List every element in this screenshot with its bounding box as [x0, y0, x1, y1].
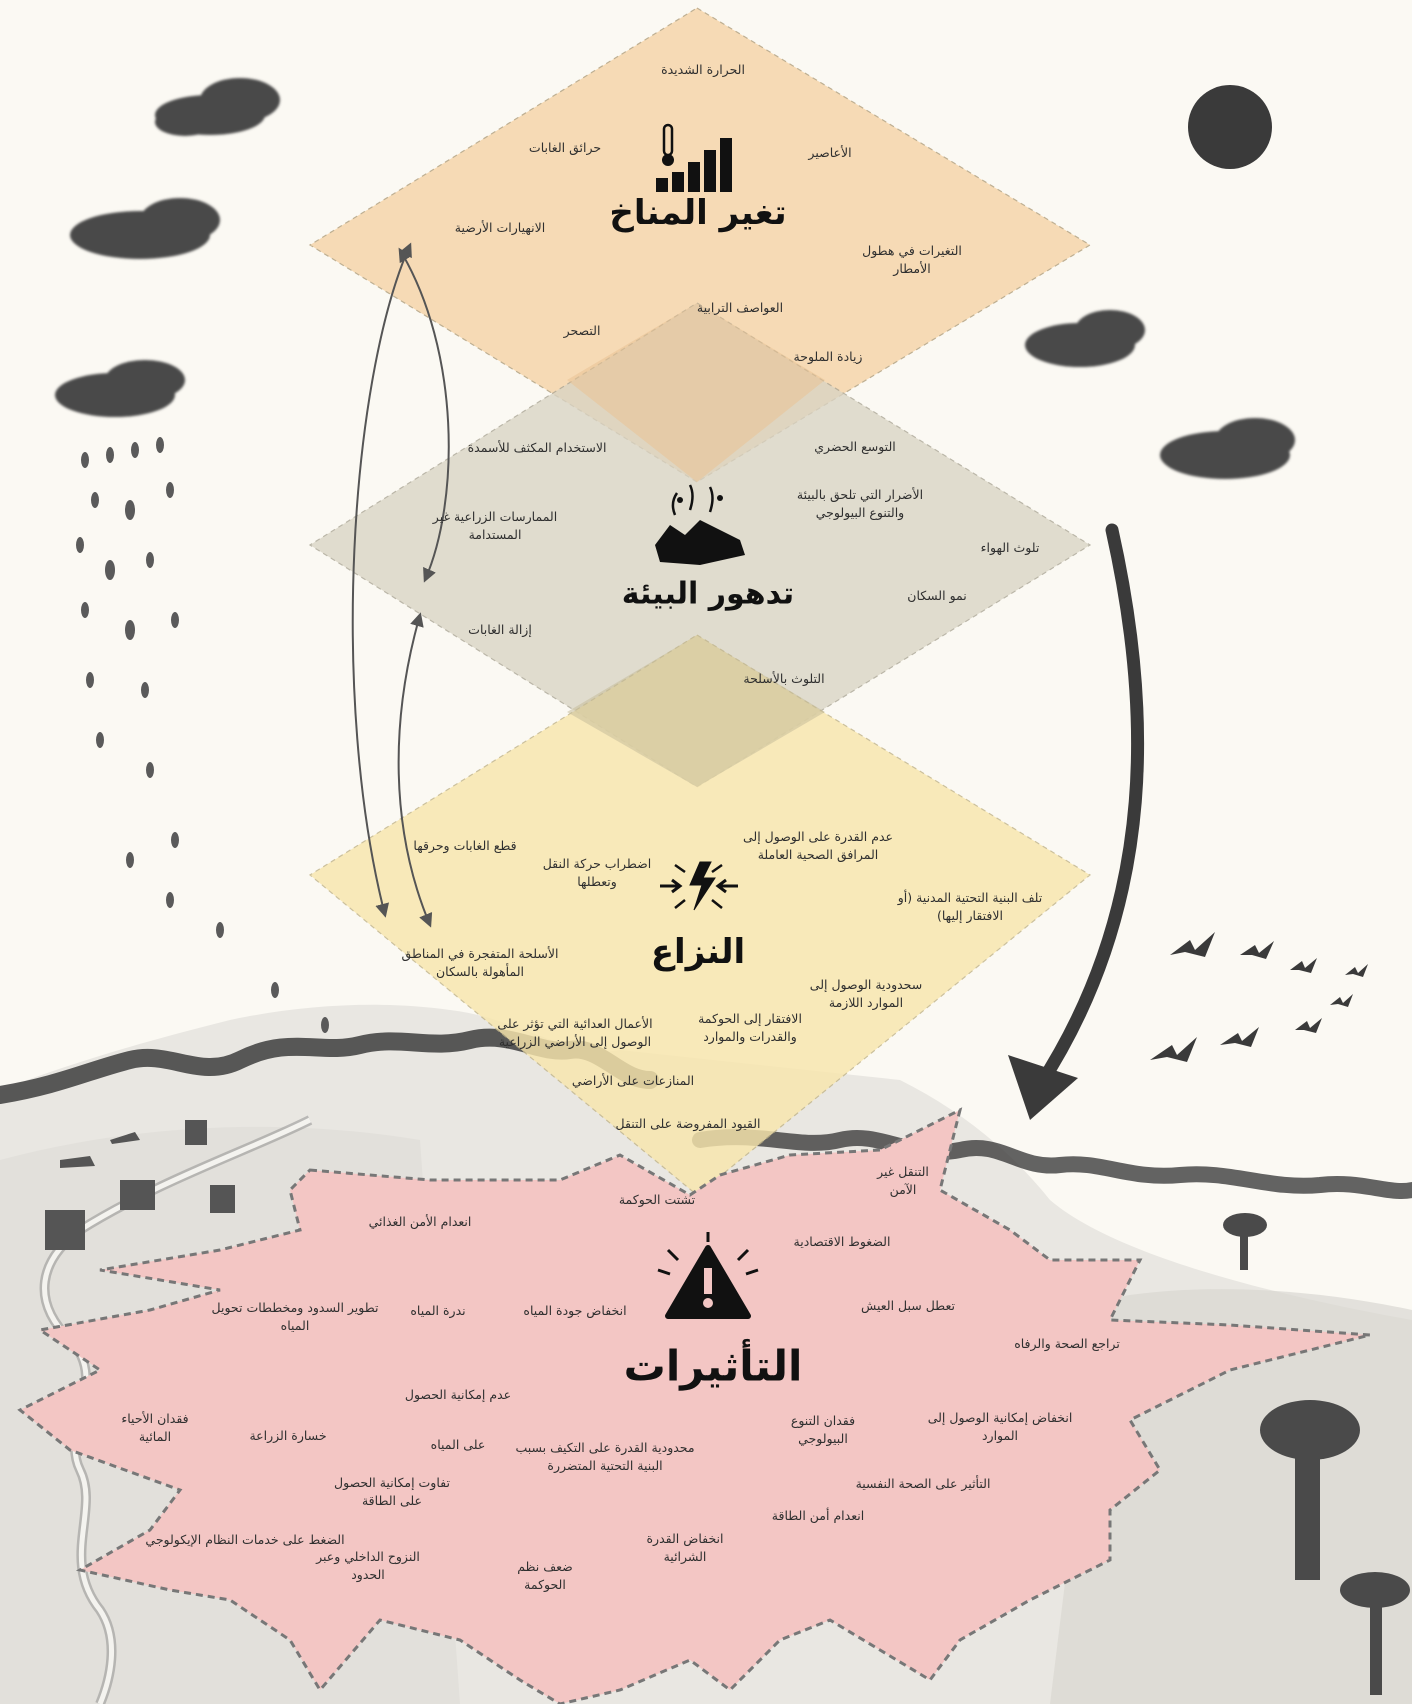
- cloud-icon: [70, 198, 220, 259]
- sun-icon: [1188, 85, 1272, 169]
- environment-item: التوسع الحضري: [814, 439, 896, 454]
- impact-item: انخفاض جودة المياه: [523, 1303, 627, 1318]
- trees-decoration: [1223, 1213, 1410, 1695]
- environment-title: تدهور البيئة: [621, 576, 795, 612]
- lightning-clash-icon: [660, 861, 738, 911]
- impact-item: النزوح الداخلي وعبر الحدود: [316, 1549, 420, 1582]
- conflict-item: سحدودية الوصول إلى الموارد اللازمة: [809, 977, 923, 1010]
- impact-item: محدودية القدرة على التكيف بسبب البنية ال…: [515, 1440, 695, 1473]
- weather-decorations: [45, 78, 1410, 1695]
- impact-item: فقدان الأحياء المائية: [121, 1411, 189, 1444]
- environment-item: الممارسات الزراعية غير المستدامة: [432, 509, 558, 542]
- cloud-icon: [55, 360, 185, 417]
- warning-triangle-icon: [657, 1232, 759, 1319]
- conflict-item: المنازعات على الأراضي: [571, 1073, 695, 1088]
- impact-item: انخفاض القدرة الشرائية: [646, 1531, 724, 1564]
- cloud-icon: [155, 78, 280, 136]
- impact-item: عدم إمكانية الحصول على المياه: [404, 1387, 512, 1452]
- impact-item: خسارة الزراعة: [249, 1428, 327, 1443]
- conflict-item: تلف البنية التحتية المدنية (أو الافتقار …: [897, 890, 1043, 923]
- cloud-icon: [1025, 310, 1145, 367]
- climate-item: العواصف الترابية: [696, 300, 784, 315]
- feedback-arrow: [398, 247, 450, 583]
- main-flow-arrow: [1008, 523, 1145, 1120]
- feedback-arrow: [351, 242, 412, 918]
- conflict-item: الافتقار إلى الحوكمة والقدرات والموارد: [698, 1011, 802, 1044]
- impact-item: انعدام الأمن الغذائي: [368, 1214, 472, 1229]
- climate-env-overlap: [567, 303, 825, 482]
- conflict-item: القيود المفروضة على التنقل: [615, 1116, 761, 1131]
- climate-diamond: [308, 7, 1092, 483]
- conflict-title: النزاع: [650, 932, 746, 972]
- impacts-star-shape: [17, 1107, 1371, 1704]
- impact-item: التنقل غير الآمن: [877, 1164, 929, 1197]
- climate-item: الحرارة الشديدة: [661, 62, 745, 77]
- conflict-item: الأعمال العدائية التي تؤثر على الوصول إل…: [497, 1016, 653, 1049]
- conflict-item: اضطراب حركة النقل وتعطلها: [542, 856, 652, 889]
- impact-item: التأثير على الصحة النفسية: [855, 1476, 991, 1491]
- impact-item: انعدام أمن الطاقة: [771, 1508, 865, 1523]
- climate-item: التصحر: [563, 323, 601, 338]
- impact-item: تفاوت إمكانية الحصول على الطاقة: [334, 1475, 450, 1508]
- climate-item: الأعاصير: [808, 145, 852, 160]
- impact-item: انخفاض إمكانية الوصول إلى الموارد: [927, 1410, 1073, 1443]
- environment-item: الاستخدام المكثف للأسمدة: [467, 440, 607, 455]
- impact-item: ضعف نظم الحوكمة: [517, 1559, 573, 1592]
- thermometer-bars-icon: [656, 123, 732, 192]
- conflict-item: قطع الغابات وحرقها: [413, 838, 517, 853]
- village-decoration: [45, 1120, 235, 1250]
- conflict-item: عدم القدرة على الوصول إلى المرافق الصحية…: [742, 829, 893, 862]
- impact-item: تراجع الصحة والرفاه: [1014, 1336, 1120, 1351]
- pollution-debris-icon: [655, 484, 745, 565]
- environment-item: التلوث بالأسلحة: [743, 671, 825, 686]
- environment-item: نمو السكان: [907, 588, 967, 603]
- cloud-icon: [1160, 418, 1295, 479]
- environment-item: الأضرار التي تلحق بالبيئة والتنوع البيول…: [796, 487, 924, 520]
- impact-item: الضغط على خدمات النظام الإيكولوجي: [145, 1532, 345, 1547]
- feedback-arrow: [397, 612, 433, 928]
- impact-item: تطوير السدود ومخططات تحويل المياه: [211, 1300, 379, 1333]
- climate-title: تغير المناخ: [609, 193, 787, 233]
- feedback-arrows: [351, 242, 450, 928]
- conflict-item: الأسلحة المتفجرة في المناطق المأهولة بال…: [401, 946, 559, 979]
- impacts-title: التأثيرات: [623, 1341, 803, 1391]
- climate-item: التغيرات في هطول الأمطار: [862, 243, 962, 276]
- climate-item: زيادة الملوحة: [793, 349, 863, 364]
- climate-item: الانهيارات الأرضية: [454, 220, 546, 235]
- birds-decoration: [1150, 932, 1368, 1062]
- rain-drops: [76, 437, 329, 1033]
- climate-item: حرائق الغابات: [528, 140, 602, 155]
- impact-item: الضغوط الاقتصادية: [793, 1234, 891, 1249]
- environment-item: تلوث الهواء: [980, 540, 1040, 555]
- impact-item: تعطل سبل العيش: [861, 1298, 955, 1313]
- impact-item: ندرة المياه: [410, 1303, 466, 1318]
- impact-item: تشتت الحوكمة: [618, 1192, 696, 1207]
- env-conflict-overlap: [567, 635, 825, 787]
- environment-item: إزالة الغابات: [468, 622, 532, 637]
- impact-item: فقدان التنوع البيولوجي: [790, 1413, 856, 1446]
